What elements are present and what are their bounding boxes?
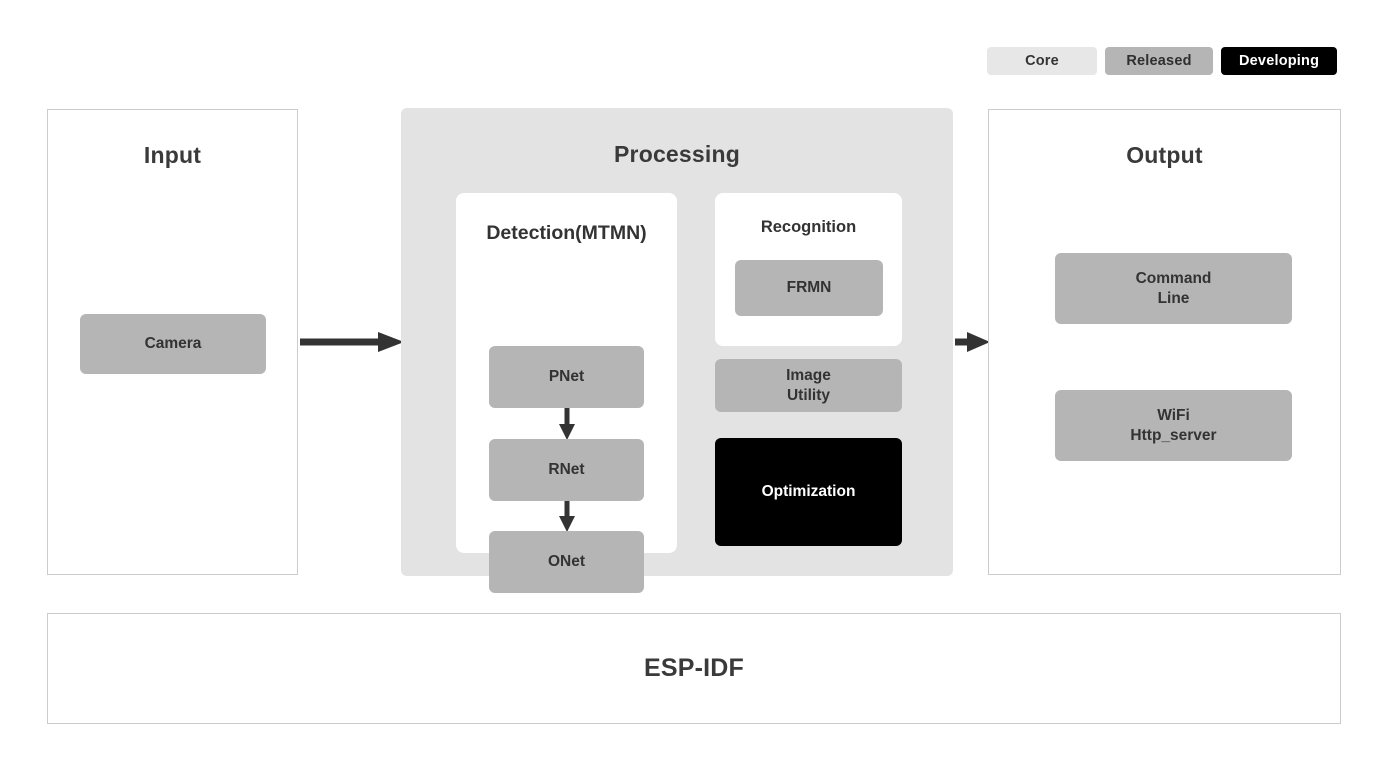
recognition-card-title: Recognition [760, 218, 857, 236]
rnet-label: RNet [548, 461, 585, 479]
optimization-label: Optimization [761, 483, 856, 501]
wifi-http-server-box: WiFi Http_server [1055, 390, 1292, 461]
image-utility-box: Image Utility [715, 359, 902, 412]
pnet-box: PNet [489, 346, 644, 408]
processing-panel: Processing Detection(MTMN) PNet RNet ONe… [401, 108, 953, 593]
arrow-processing-to-output-icon [955, 332, 990, 352]
legend-chip-developing: Developing [1221, 47, 1338, 75]
processing-panel-title: Processing [614, 141, 740, 167]
output-panel-title: Output [1126, 142, 1203, 168]
image-utility-label-line2: Utility [786, 386, 831, 404]
legend-label-developing: Developing [1239, 53, 1320, 69]
optimization-box: Optimization [715, 438, 902, 546]
onet-box: ONet [489, 531, 644, 593]
command-line-label-line1: Command [1135, 269, 1212, 287]
rnet-box: RNet [489, 439, 644, 501]
input-panel: Input Camera [47, 109, 298, 575]
wifi-label-line1: WiFi [1157, 406, 1190, 424]
wifi-label-line2: Http_server [1130, 426, 1217, 444]
esp-idf-label: ESP-IDF [643, 654, 745, 682]
detection-card-title: Detection(MTMN) [486, 222, 647, 244]
frmn-label: FRMN [786, 279, 832, 297]
legend-chip-released: Released [1105, 47, 1213, 75]
pnet-label: PNet [548, 368, 585, 386]
legend-chip-core: Core [987, 47, 1097, 75]
esp-idf-panel: ESP-IDF [47, 613, 1341, 724]
detection-card: Detection(MTMN) PNet RNet ONet [456, 193, 677, 593]
arrow-pnet-to-rnet-icon [558, 408, 575, 440]
legend: Core Released Developing [987, 47, 1338, 75]
camera-label: Camera [144, 335, 202, 353]
command-line-label-line2: Line [1157, 289, 1190, 307]
image-utility-label-line1: Image [786, 366, 831, 384]
camera-box: Camera [80, 314, 266, 374]
output-panel: Output Command Line WiFi Http_server [988, 109, 1341, 575]
legend-label-core: Core [1025, 53, 1059, 69]
recognition-card: Recognition FRMN [715, 193, 902, 346]
arrow-rnet-to-onet-icon [558, 501, 575, 532]
onet-label: ONet [547, 553, 586, 571]
input-panel-title: Input [143, 142, 202, 168]
legend-label-released: Released [1126, 53, 1192, 69]
arrow-input-to-processing-icon [300, 332, 404, 352]
frmn-box: FRMN [735, 260, 883, 316]
command-line-box: Command Line [1055, 253, 1292, 324]
